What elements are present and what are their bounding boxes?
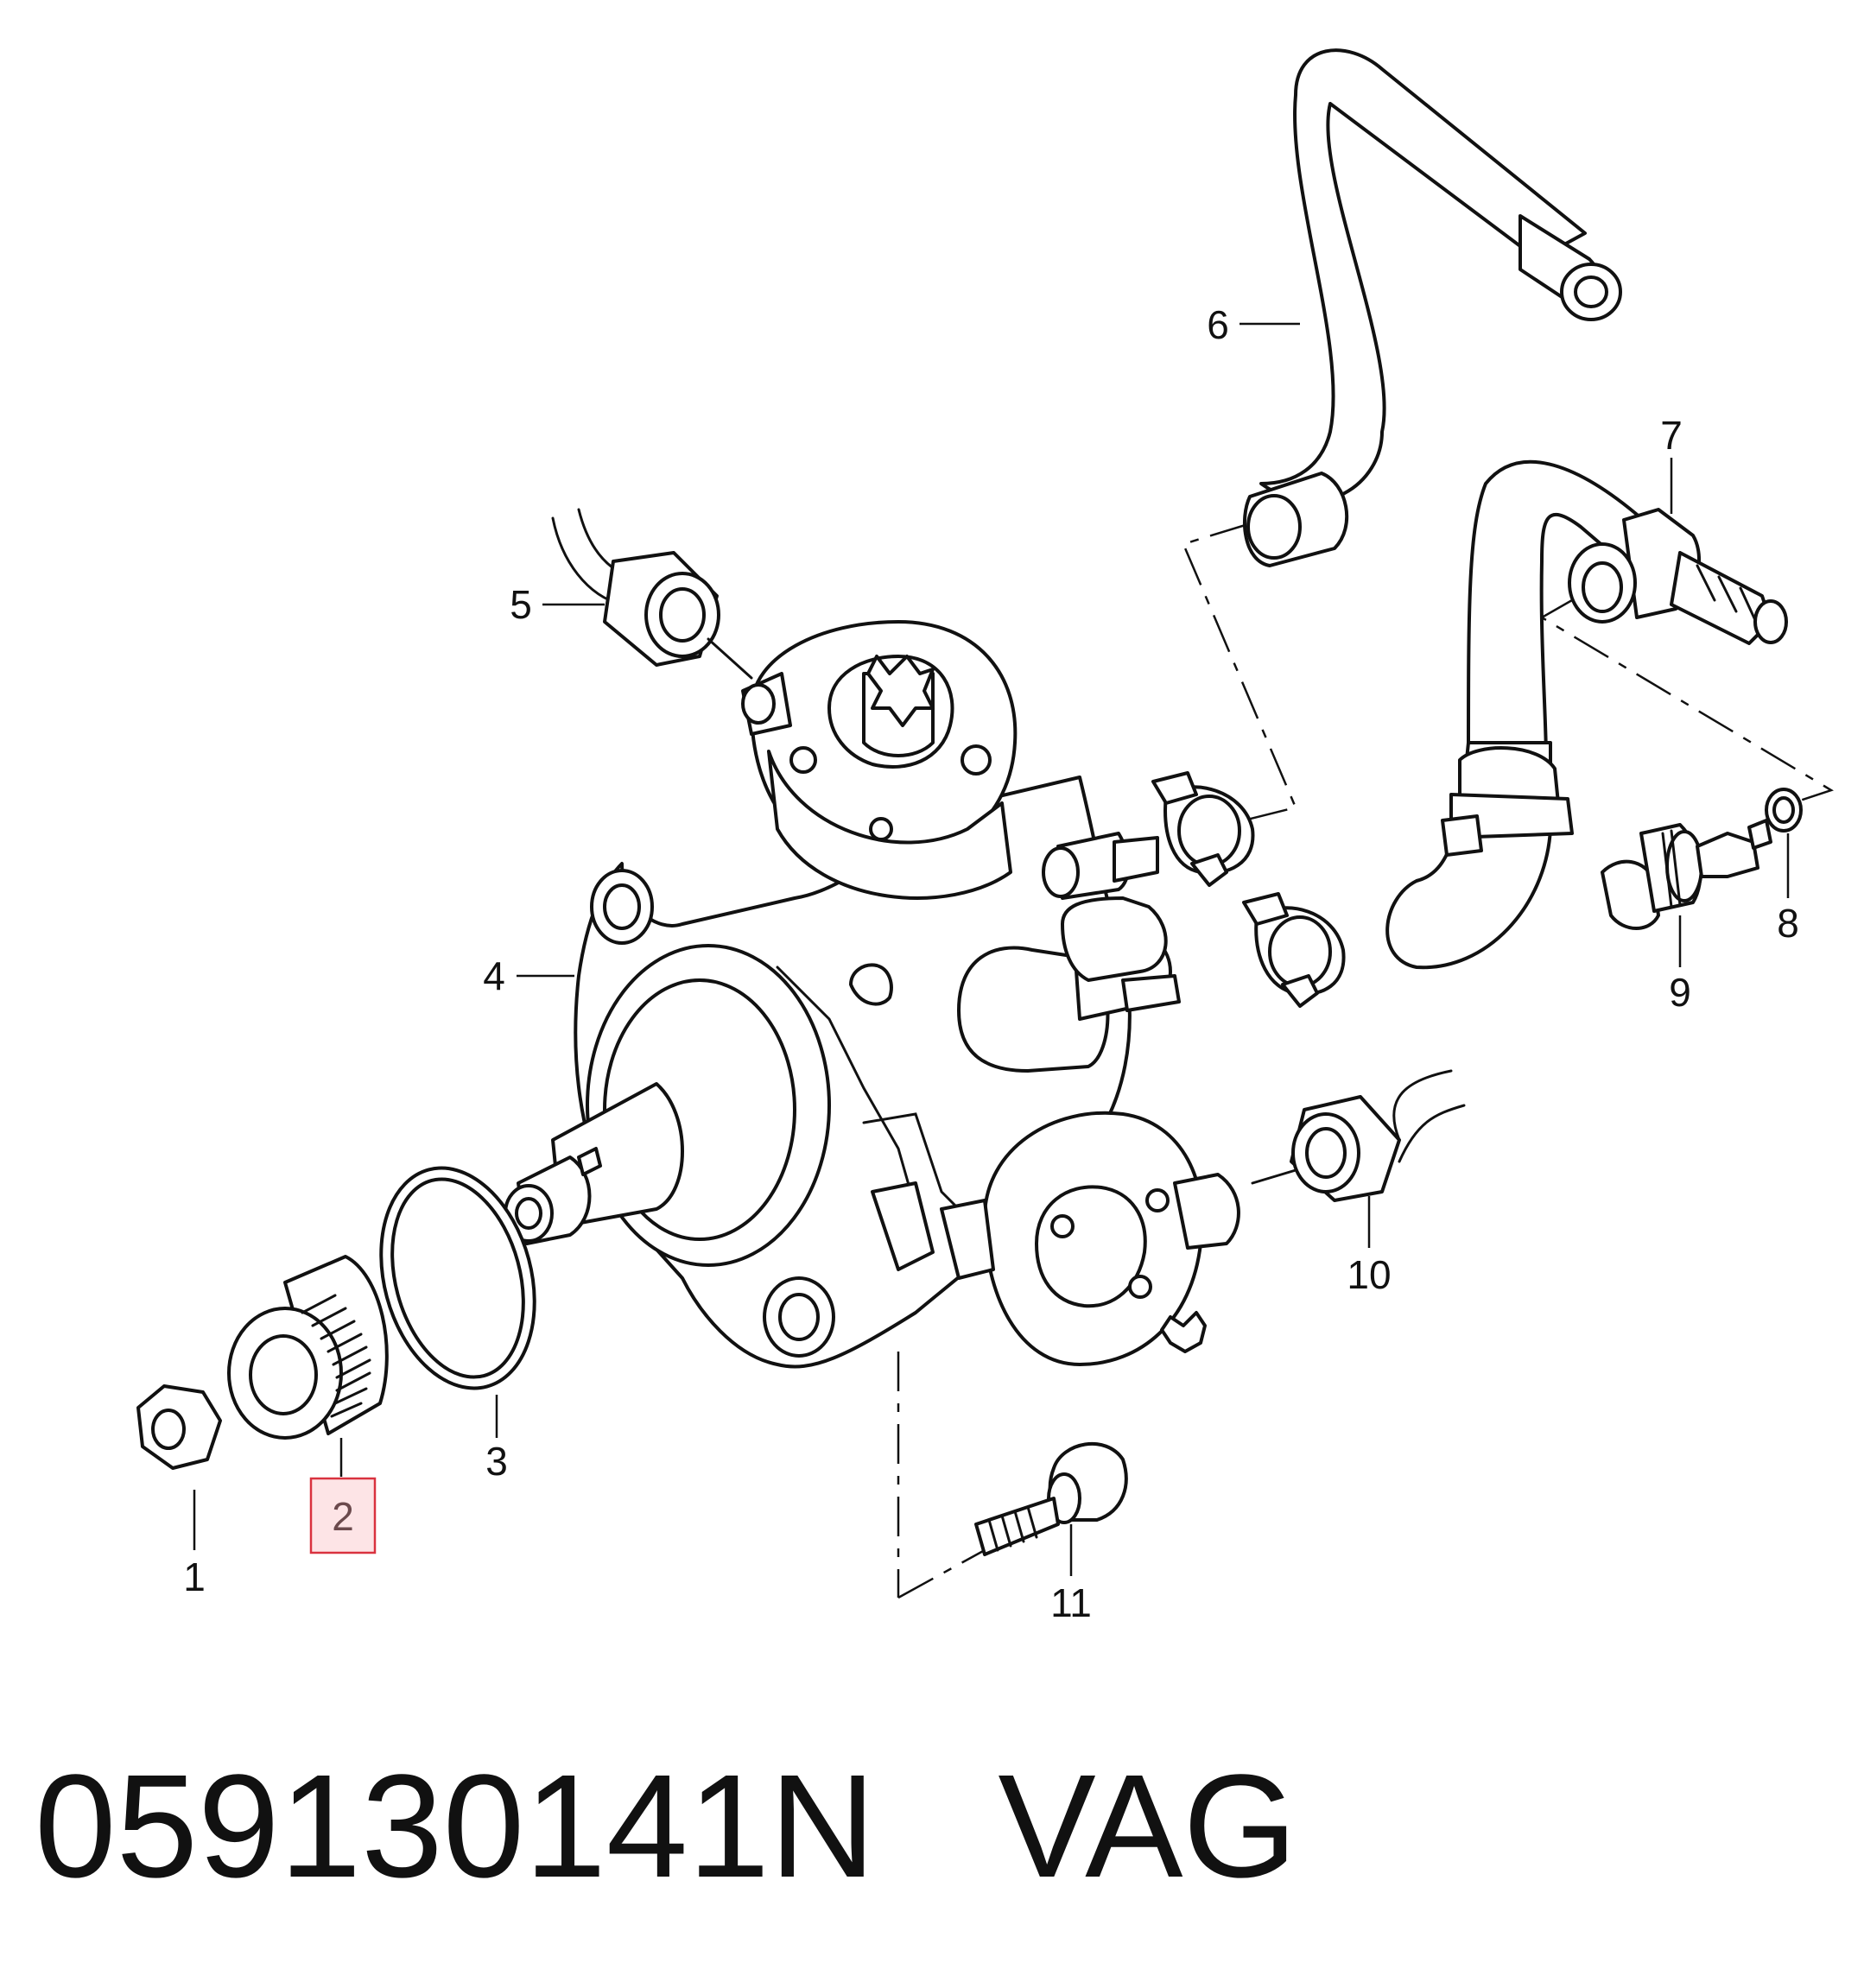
callout-8[interactable]: 8 <box>1777 901 1799 946</box>
leader-lines <box>193 322 1790 1576</box>
hose-clamp-upper <box>1151 771 1255 887</box>
hose-upper <box>1243 48 1622 567</box>
callout-labels: 1 2 3 4 5 6 7 8 9 10 11 <box>183 302 1799 1625</box>
bolt <box>974 1442 1128 1556</box>
o-ring <box>379 1166 536 1390</box>
assembly-dash-lines <box>897 522 1834 1599</box>
callout-4[interactable]: 4 <box>483 953 505 998</box>
callout-1[interactable]: 1 <box>183 1554 206 1599</box>
brand-name: VAG <box>998 1744 1297 1909</box>
hose-lower <box>1385 741 1574 970</box>
callout-7[interactable]: 7 <box>1660 413 1683 458</box>
pump-outlets <box>776 832 1181 1280</box>
sleeve-upper <box>551 508 753 680</box>
callout-9[interactable]: 9 <box>1669 970 1691 1015</box>
t-connector-hose <box>1467 459 1788 762</box>
hex-nut <box>136 1384 222 1470</box>
pressure-sensor <box>1601 819 1772 930</box>
pump-head-top <box>741 620 1018 900</box>
callout-2-highlight-box <box>309 1477 377 1554</box>
seal-ring <box>1765 788 1803 833</box>
callout-5[interactable]: 5 <box>510 582 532 627</box>
hose-clamp-lower <box>1242 892 1346 1008</box>
callout-10[interactable]: 10 <box>1347 1252 1391 1297</box>
part-caption: 059130141N VAG <box>35 1736 1848 1917</box>
callout-3[interactable]: 3 <box>485 1439 508 1484</box>
part-number: 059130141N <box>35 1744 876 1909</box>
callout-11[interactable]: 11 <box>1050 1580 1092 1625</box>
drive-gear <box>227 1255 389 1440</box>
callout-6[interactable]: 6 <box>1207 302 1229 347</box>
pump-head-right <box>983 1111 1240 1366</box>
callout-2[interactable]: 2 <box>332 1494 354 1539</box>
exploded-parts-diagram: 1 2 3 4 5 6 7 8 9 10 11 <box>136 48 1834 1625</box>
sleeve-lower <box>1251 1069 1466 1202</box>
